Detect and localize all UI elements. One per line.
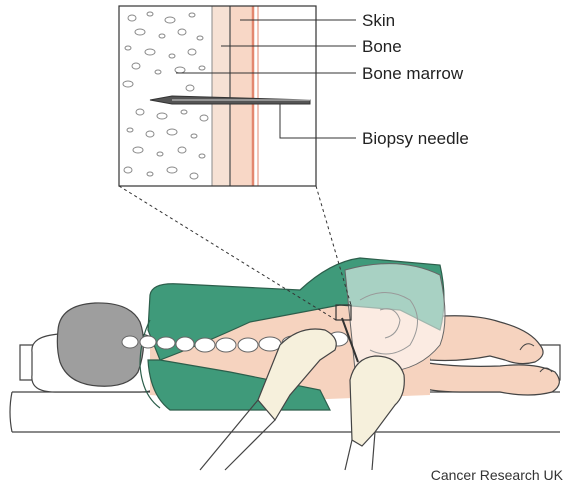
credit-text: Cancer Research UK: [431, 467, 564, 483]
label-biopsy-needle: Biopsy needle: [362, 129, 469, 148]
bone-layer: [212, 6, 230, 186]
label-skin: Skin: [362, 11, 395, 30]
label-bone-marrow: Bone marrow: [362, 64, 464, 83]
hip-cutaway: [345, 264, 445, 372]
skin-layer: [230, 6, 252, 186]
label-bone: Bone: [362, 37, 402, 56]
inset-magnified-view: [119, 6, 316, 186]
